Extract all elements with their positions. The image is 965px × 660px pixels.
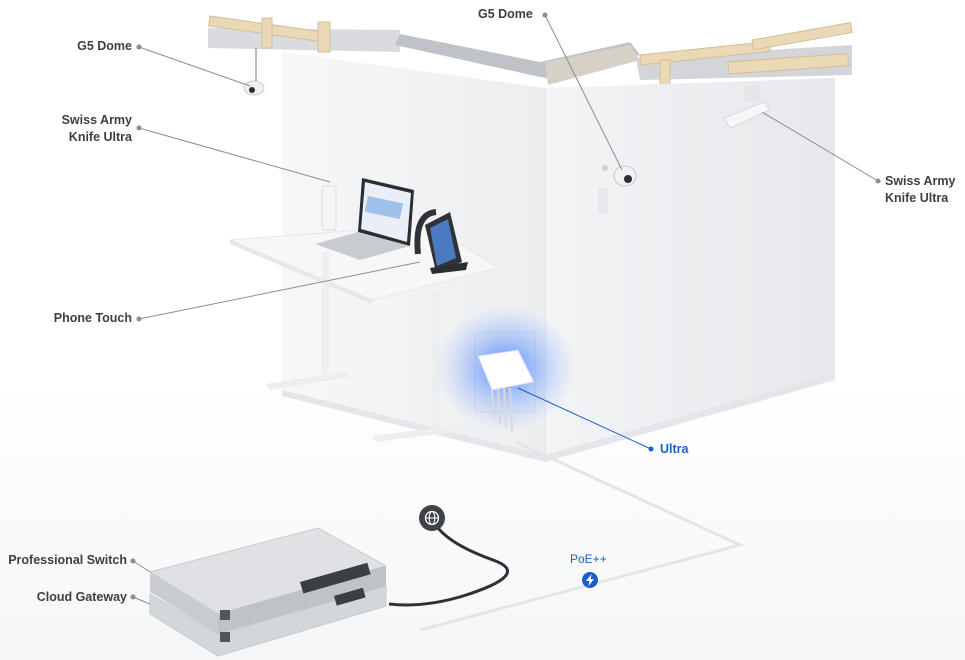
swiss-army-knife-right-line2: Knife Ultra: [885, 191, 949, 205]
professional-switch-device: [148, 527, 388, 634]
professional-switch-label: Professional Switch: [8, 553, 127, 567]
swiss-army-knife-left-line2: Knife Ultra: [68, 130, 132, 144]
leader-lines: [132, 14, 879, 605]
leader-dots: [130, 12, 881, 600]
ultra-device: [477, 349, 535, 433]
wall-outlet: [598, 188, 608, 214]
phone-touch-device: [414, 209, 468, 274]
laptop: [315, 178, 414, 260]
g5-dome-top-label: G5 Dome: [478, 7, 533, 21]
cloud-gateway-device: [149, 585, 387, 657]
swiss-army-knife-left-line1: Swiss Army: [61, 113, 132, 127]
poe-cable: [419, 440, 745, 632]
ultra-leader-dot: [648, 446, 654, 452]
swiss-army-knife-ceiling-device: [723, 86, 771, 129]
cloud-gateway-label: Cloud Gateway: [36, 590, 127, 604]
swiss-army-knife-right-line1: Swiss Army: [885, 174, 956, 188]
g5-dome-camera-wall: [602, 165, 637, 187]
g5-dome-left-label: G5 Dome: [77, 39, 132, 53]
globe-icon: [419, 505, 445, 531]
swiss-army-knife-right-label: Swiss Army Knife Ultra: [885, 173, 955, 207]
swiss-army-knife-left-label: Swiss Army Knife Ultra: [62, 112, 132, 146]
g5-dome-camera-left: [243, 48, 265, 96]
lightning-bolt-icon: [582, 572, 598, 588]
phone-touch-label: Phone Touch: [53, 311, 132, 325]
ultra-label: Ultra: [660, 442, 689, 456]
swiss-army-knife-desk-device: [321, 185, 337, 231]
ceiling-beams: [208, 15, 853, 86]
internet-cable: [388, 519, 509, 607]
poe-label: PoE++: [570, 552, 607, 566]
ultra-leader-line: [517, 387, 652, 450]
